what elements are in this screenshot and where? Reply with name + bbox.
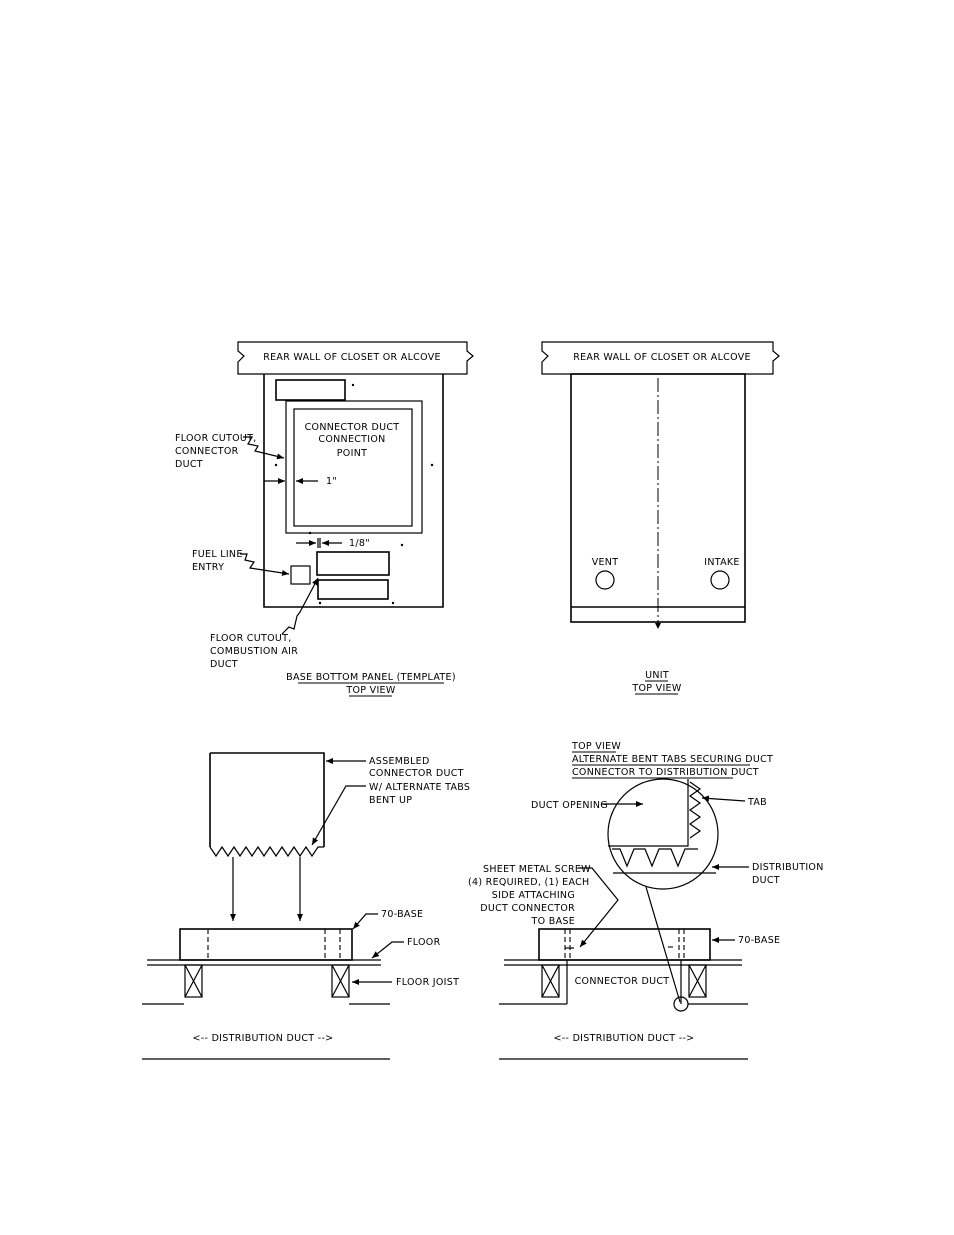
detail-distribution-label-1: DISTRIBUTION (752, 862, 824, 873)
connector-duct-box (210, 752, 325, 847)
rear-wall-label: REAR WALL OF CLOSET OR ALCOVE (263, 352, 441, 363)
dim-one-inch: 1" (326, 476, 337, 487)
bent-tabs-zigzag (209, 845, 324, 858)
base-panel-caption-1: BASE BOTTOM PANEL (TEMPLATE) (286, 672, 456, 683)
rear-wall-banner: REAR WALL OF CLOSET OR ALCOVE (237, 341, 474, 375)
floor-cutout-label-1: FLOOR CUTOUT, (175, 433, 257, 444)
fuel-line-label-2: ENTRY (192, 562, 224, 573)
assembled-label-2: CONNECTOR DUCT (369, 768, 464, 779)
fuel-line-entry-box (290, 565, 311, 585)
assembled-label-1: ASSEMBLED (369, 756, 430, 767)
floor-joist-left (184, 964, 203, 998)
combustion-cutout-upper (316, 551, 390, 576)
rear-wall-label-right: REAR WALL OF CLOSET OR ALCOVE (573, 352, 751, 363)
floor-cutout-label-3: DUCT (175, 459, 203, 470)
connector-label-line2: CONNECTION (318, 434, 385, 445)
connector-duct-connection-point (293, 408, 413, 527)
floor-joist-left-detail (541, 964, 560, 998)
fuel-line-label-1: FUEL LINE (192, 549, 243, 560)
intake-label: INTAKE (704, 557, 740, 568)
base-bottom-panel-view: REAR WALL OF CLOSET OR ALCOVE CONNECTOR … (175, 341, 474, 697)
base-panel-caption-2: TOP VIEW (345, 685, 395, 696)
screw-label-5: TO BASE (531, 916, 575, 927)
assembled-label-4: BENT UP (369, 795, 412, 806)
floor-cutout-connector-duct (285, 400, 423, 534)
detail-title-2: ALTERNATE BENT TABS SECURING DUCT (572, 754, 773, 765)
assembled-connector-duct-view: ASSEMBLED CONNECTOR DUCT W/ ALTERNATE TA… (142, 752, 470, 1060)
combustion-label-2: COMBUSTION AIR (210, 646, 298, 657)
intake-circle (710, 570, 730, 590)
screw-label-1: SHEET METAL SCREW (483, 864, 591, 875)
unit-caption-2: TOP VIEW (631, 683, 681, 694)
rear-wall-banner-right: REAR WALL OF CLOSET OR ALCOVE (541, 341, 780, 375)
floor-joist-right (331, 964, 350, 998)
distribution-duct-label-right: <-- DISTRIBUTION DUCT --> (554, 1033, 695, 1044)
tab-label: TAB (747, 797, 767, 808)
base-70-left (179, 928, 353, 961)
assembled-label-3: W/ ALTERNATE TABS (369, 782, 470, 793)
detail-distribution-label-2: DUCT (752, 875, 780, 886)
screw-label-4: DUCT CONNECTOR (480, 903, 575, 914)
base-label-right: 70-BASE (738, 935, 780, 946)
dim-one-eighth: 1/8" (349, 538, 370, 549)
bent-tabs-detail-view: TOP VIEW ALTERNATE BENT TABS SECURING DU… (468, 741, 824, 1060)
base-label-left: 70-BASE (381, 909, 423, 920)
connector-duct-label: CONNECTOR DUCT (575, 976, 670, 987)
combustion-label-1: FLOOR CUTOUT, (210, 633, 292, 644)
unit-top-view: REAR WALL OF CLOSET OR ALCOVE VENT INTAK… (541, 341, 780, 695)
distribution-duct-label-left: <-- DISTRIBUTION DUCT --> (193, 1033, 334, 1044)
combustion-label-3: DUCT (210, 659, 238, 670)
base-panel-outline (263, 374, 444, 608)
top-cutout (275, 379, 346, 401)
connector-label-line1: CONNECTOR DUCT (305, 422, 400, 433)
unit-caption-1: UNIT (645, 670, 669, 681)
bent-tabs-vertical (688, 781, 702, 839)
screw-label-3: SIDE ATTACHING (492, 890, 575, 901)
detail-title-1: TOP VIEW (571, 741, 621, 752)
detail-magnifier-circle (607, 778, 719, 890)
floor-joist-label: FLOOR JOIST (396, 977, 459, 988)
vent-circle (595, 570, 615, 590)
connector-label-line3: POINT (337, 448, 367, 459)
detail-title-3: CONNECTOR TO DISTRIBUTION DUCT (572, 767, 759, 778)
duct-opening-label: DUCT OPENING (531, 800, 608, 811)
floor-joist-right-detail (688, 964, 707, 998)
floor-label: FLOOR (407, 937, 441, 948)
combustion-cutout-lower (317, 579, 389, 600)
floor-cutout-label-2: CONNECTOR (175, 446, 239, 457)
vent-label: VENT (592, 557, 619, 568)
screw-label-2: (4) REQUIRED, (1) EACH (468, 877, 589, 888)
